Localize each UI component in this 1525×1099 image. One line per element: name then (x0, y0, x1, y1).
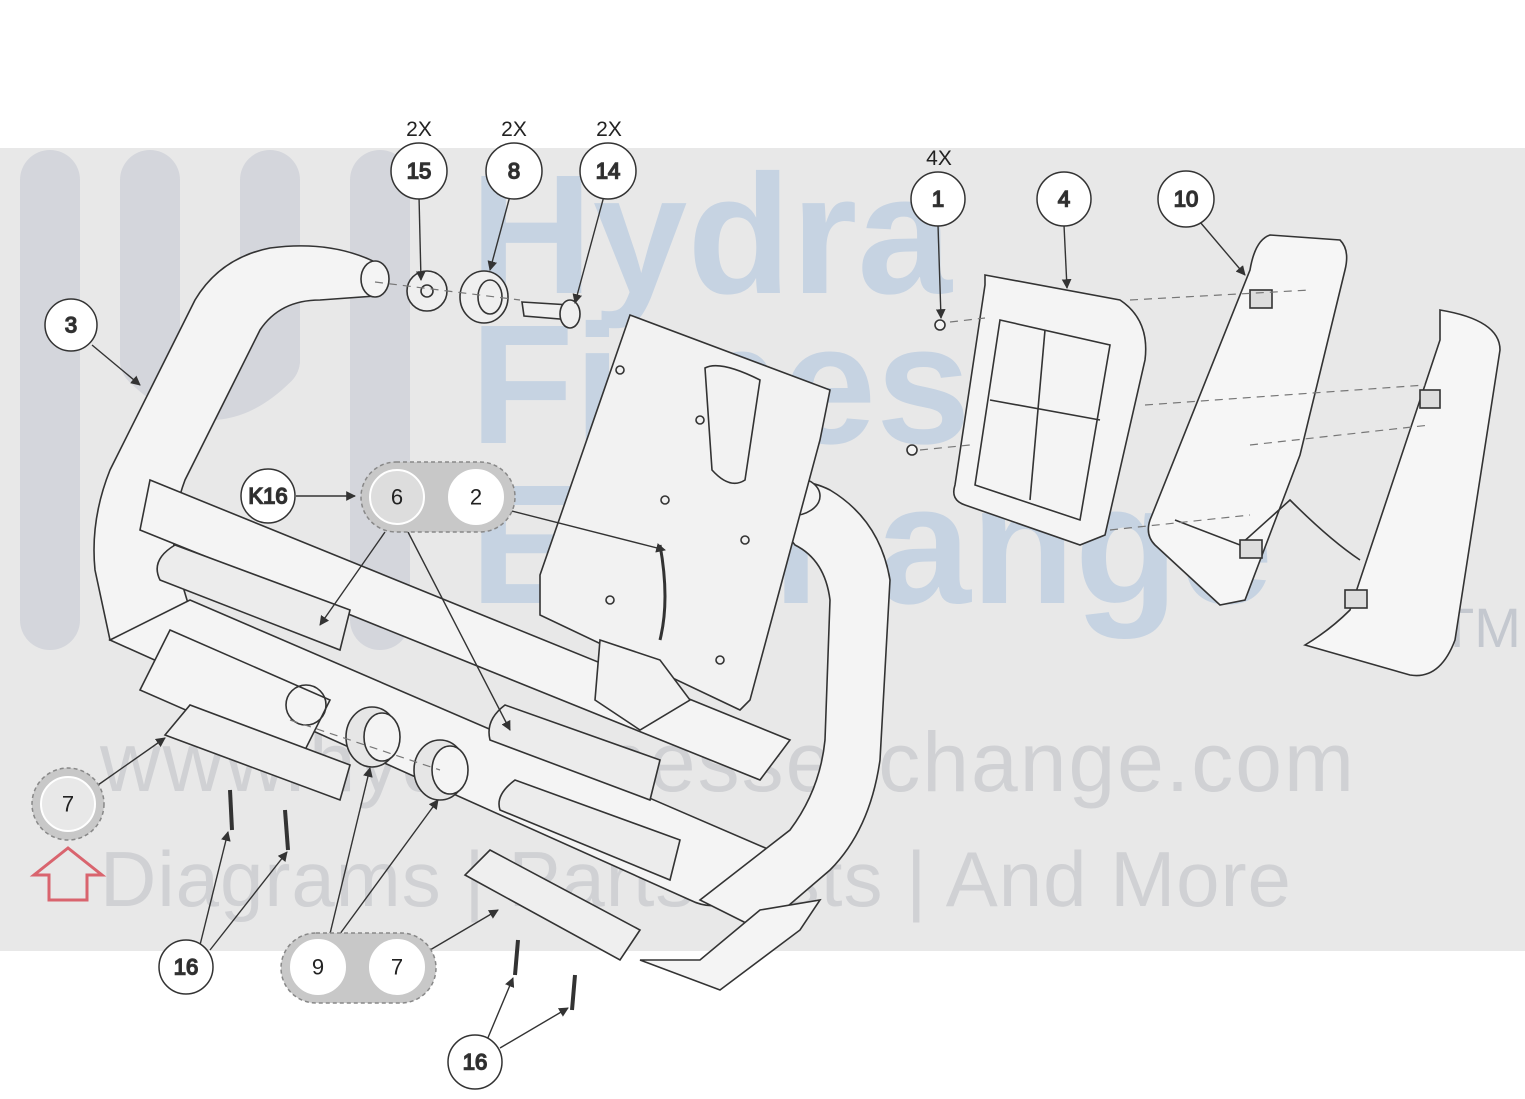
up-arrow-icon (29, 846, 107, 902)
callout-15: 15 (390, 142, 448, 200)
qty-8: 2X (501, 118, 527, 141)
qty-15: 2X (406, 118, 432, 141)
mounting-plate (539, 313, 831, 731)
callout-2-label: 2 (470, 485, 482, 510)
svg-text:14: 14 (596, 159, 620, 184)
svg-text:10: 10 (1174, 187, 1198, 212)
svg-text:3: 3 (65, 313, 77, 338)
callout-14: 14 (579, 142, 637, 200)
plug-parts (285, 684, 469, 801)
callout-8: 8 (485, 142, 543, 200)
callout-group-6-2: 6 2 (360, 461, 516, 533)
callout-7-label: 7 (391, 955, 403, 980)
grip-covers (163, 704, 642, 1011)
callout-9-label: 9 (312, 955, 324, 980)
svg-text:7: 7 (62, 792, 74, 817)
leader-lines (91, 195, 1246, 1049)
back-shroud (906, 274, 1147, 546)
callout-1: 1 (910, 171, 966, 227)
callout-7-highlighted: 7 (31, 767, 105, 841)
svg-text:1: 1 (932, 187, 944, 212)
callout-6-label: 6 (391, 485, 403, 510)
svg-text:16: 16 (463, 1050, 487, 1075)
svg-text:4: 4 (1058, 187, 1070, 212)
callout-4: 4 (1036, 171, 1092, 227)
svg-text:15: 15 (407, 159, 431, 184)
callout-3: 3 (44, 298, 98, 352)
qty-14: 2X (596, 118, 622, 141)
svg-text:K16: K16 (248, 484, 287, 509)
end-cap-parts (406, 270, 581, 329)
qty-1: 4X (926, 147, 952, 170)
alignment-lines (289, 281, 1431, 771)
callout-16-left: 16 (158, 939, 214, 995)
front-shroud (1147, 234, 1501, 677)
watermark-hydra: Hydra (470, 140, 952, 330)
callout-10: 10 (1157, 170, 1215, 228)
svg-text:16: 16 (174, 955, 198, 980)
callout-16-bottom: 16 (447, 1034, 503, 1090)
svg-text:8: 8 (508, 159, 520, 184)
callout-group-9-7: 9 7 (280, 932, 437, 1004)
callout-k16: K16 (240, 468, 296, 524)
